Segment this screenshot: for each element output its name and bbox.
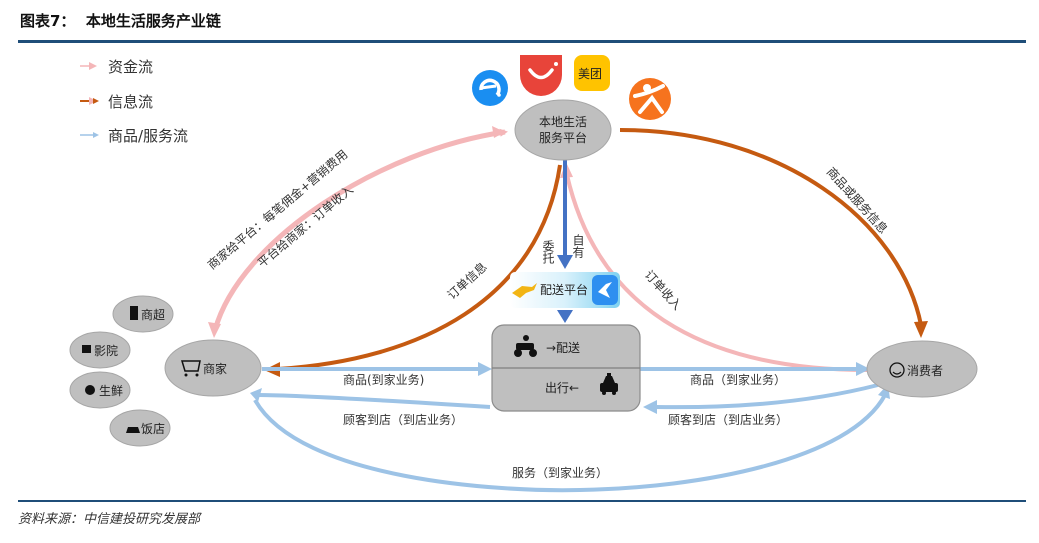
- money-arrow-merchant-to-platform: [212, 128, 508, 331]
- consumer-label: 消费者: [907, 364, 943, 378]
- customer-arrow-logistics-to-merchant: [257, 393, 491, 409]
- delivery-arrowhead-1: [557, 255, 573, 269]
- delivery-platform-label: 配送平台: [540, 282, 588, 297]
- merchant-type-label: 商超: [141, 307, 165, 322]
- label-order-income: 订单收入: [642, 268, 685, 313]
- kangaroo-logo-icon: [512, 283, 537, 298]
- goods-arrowhead-2: [856, 362, 870, 376]
- logistics-delivery-label: →配送: [546, 340, 580, 355]
- service-arrow-merchant-to-consumer: [253, 394, 887, 493]
- platform-label-line2: 服务平台: [539, 130, 587, 145]
- merchant-label: 商家: [203, 361, 227, 376]
- figure-number: 图表7：: [20, 12, 76, 30]
- label-goods-home-left: 商品(到家业务): [343, 372, 424, 387]
- smiley-face-icon: [889, 362, 905, 378]
- customer-arrow-consumer-to-logistics: [654, 383, 879, 410]
- customer-arrowhead-logistics: [643, 400, 657, 414]
- logistics-travel-label: 出行←: [545, 381, 579, 395]
- meituan-logo-text: 美团: [578, 67, 602, 81]
- shopping-cart-icon: [180, 360, 201, 377]
- label-self-owned: 自有: [571, 234, 585, 258]
- label-platform-to-consumer: 商品或服务信息: [824, 164, 891, 236]
- legend-item-info: 信息流: [80, 93, 153, 111]
- merchant-type-supermarket: 商超: [112, 295, 174, 333]
- figure-title: 图表7： 本地生活服务产业链: [20, 10, 221, 31]
- label-goods-home-right: 商品（到家业务）: [690, 372, 786, 387]
- taxi-icon: [600, 373, 618, 395]
- merchant-node: 商家: [164, 339, 262, 397]
- label-entrusted: 委托: [541, 240, 555, 264]
- grape-icon: [85, 385, 95, 395]
- eleme-logo-icon: [472, 70, 508, 106]
- delivery-platform-node: 配送平台: [510, 272, 620, 308]
- customer-arrowhead-merchant: [250, 388, 262, 402]
- platform-node: 本地生活 服务平台: [514, 99, 612, 161]
- legend-label-money: 资金流: [108, 58, 153, 76]
- merchant-type-label: 生鲜: [99, 384, 123, 398]
- money-arrowhead-merchant: [208, 322, 221, 338]
- legend-label-info: 信息流: [108, 93, 153, 111]
- legend-label-goods: 商品/服务流: [108, 127, 188, 145]
- koubei-logo-icon: [520, 55, 562, 96]
- movie-camera-icon: [82, 345, 91, 353]
- legend-arrowhead-goods: [93, 132, 99, 138]
- meituan-logo-icon: 美团: [574, 55, 610, 91]
- label-order-info: 订单信息: [444, 259, 490, 302]
- info-arrowhead-consumer: [914, 321, 928, 338]
- info-arrow-platform-to-consumer: [619, 128, 923, 326]
- merchant-type-restaurant: 饭店: [109, 409, 171, 447]
- top-rule: [18, 40, 1026, 43]
- merchant-type-fresh: 生鲜: [69, 371, 131, 409]
- logistics-box: →配送 出行←: [491, 324, 641, 412]
- money-arrowhead-platform: [492, 126, 505, 138]
- source-note: 资料来源：中信建投研究发展部: [18, 512, 201, 527]
- legend-item-money: 资金流: [80, 58, 153, 76]
- dish-icon: [126, 427, 140, 433]
- legend-item-goods: 商品/服务流: [80, 127, 188, 145]
- merchant-type-label: 影院: [94, 344, 118, 358]
- building-icon: [130, 306, 138, 320]
- label-customer-store-right: 顾客到店（到店业务）: [668, 412, 788, 427]
- goods-arrowhead-1: [478, 362, 492, 376]
- delivery-arrowhead-2: [557, 310, 573, 323]
- consumer-node: 消费者: [866, 340, 978, 398]
- label-service-home: 服务（到家业务）: [512, 465, 608, 480]
- merchant-type-cinema: 影院: [69, 331, 131, 369]
- bottom-rule: [18, 500, 1026, 502]
- merchant-type-label: 饭店: [141, 422, 165, 436]
- label-customer-store-left: 顾客到店（到店业务）: [343, 412, 463, 427]
- dianping-logo-icon: [629, 78, 671, 120]
- figure-title-text: 本地生活服务产业链: [85, 12, 221, 30]
- delivery-rider-icon: [514, 335, 537, 357]
- info-arrow-order-info: [277, 164, 562, 371]
- platform-label-line1: 本地生活: [539, 115, 587, 129]
- legend-arrowhead-info: [93, 98, 99, 104]
- legend: 资金流 信息流 商品/服务流: [80, 58, 188, 145]
